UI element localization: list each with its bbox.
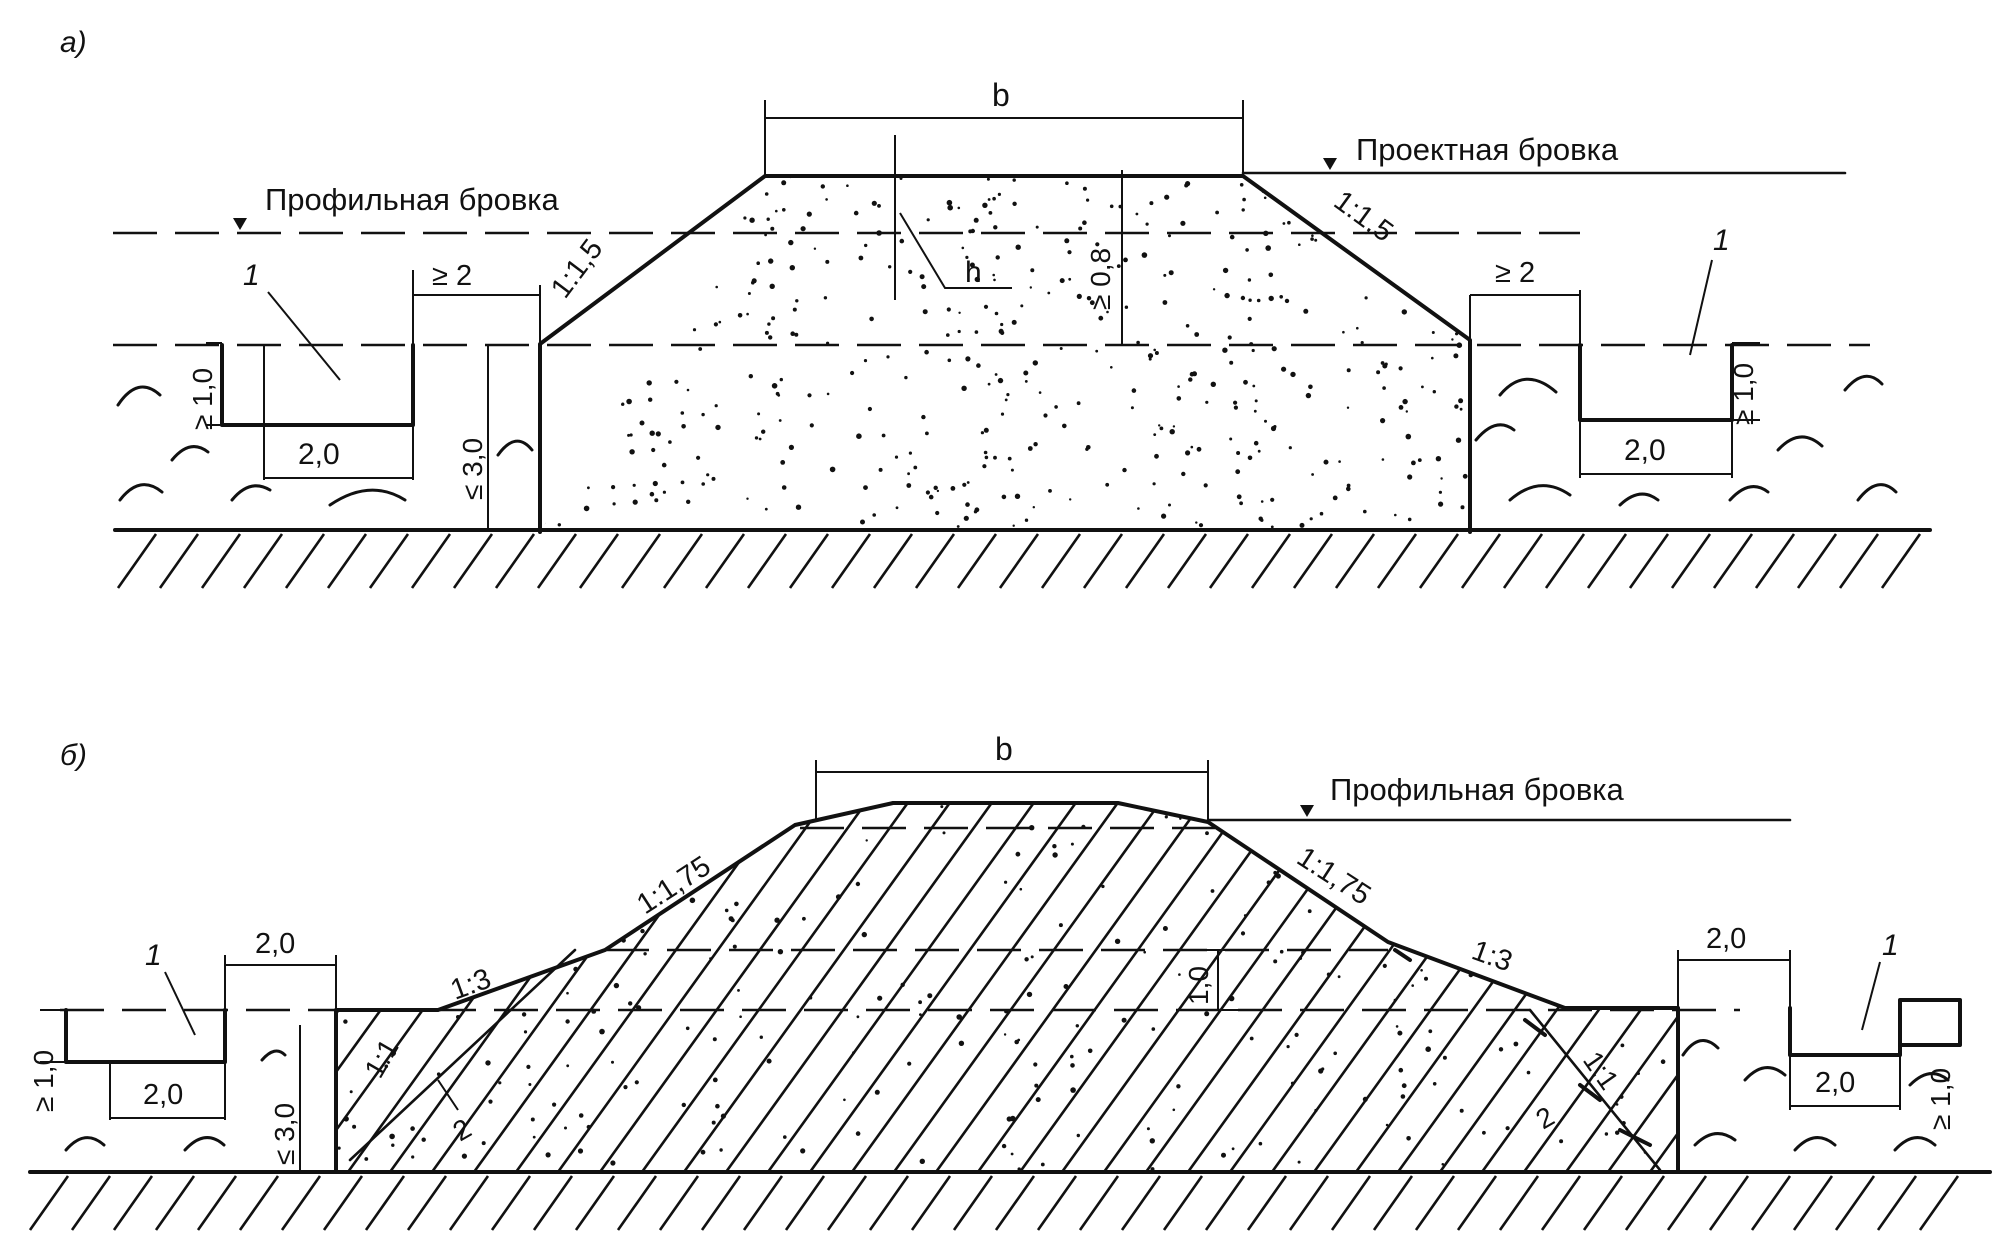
embankment-outline-b — [334, 801, 1680, 1172]
height-leader — [899, 212, 1012, 289]
bank-height-label: ≤ 3,0 — [457, 438, 488, 500]
reserve-leader-left — [267, 291, 341, 381]
reserve-pit-right-b — [1788, 1006, 1902, 1057]
slope-lower-right-label: 1:3 — [1468, 935, 1517, 979]
bank-height-label-b: ≤ 3,0 — [269, 1103, 300, 1165]
design-edge-marker — [1323, 158, 1337, 170]
diagram-b-label: б) — [60, 739, 87, 772]
profile-edge-marker — [233, 218, 247, 230]
reserve-leader-right — [1689, 259, 1713, 356]
pit-depth-label-right-b: ≥ 1,0 — [1925, 1068, 1956, 1130]
reserve-label-left: 1 — [243, 259, 260, 292]
slope-upper-right-label: 1:1,75 — [1291, 841, 1376, 912]
width-label-b: b — [995, 731, 1013, 767]
bench-mark-right-3 — [1578, 1083, 1602, 1102]
reserve-leader-left-b — [164, 971, 196, 1036]
pit-width-label-right: 2,0 — [1624, 434, 1666, 467]
pit-width-label-left-b: 2,0 — [143, 1079, 183, 1111]
reserve-pit-left-b — [64, 1008, 227, 1064]
pit-depth-label-left: ≥ 1,0 — [187, 368, 218, 430]
design-edge-label: Проектная бровка — [1356, 132, 1619, 167]
diagram-a-label: а) — [60, 26, 87, 59]
profile-edge-marker-b — [1300, 805, 1314, 817]
bench-mark-right-2 — [1523, 1018, 1547, 1037]
embankment-fill-hatch — [336, 803, 1678, 1170]
ground-arcs-a — [116, 374, 1898, 507]
pit-width-label-left: 2,0 — [298, 438, 340, 471]
berm-label-right-b: 2,0 — [1706, 923, 1746, 955]
reserve-pit-right-b-far — [1898, 998, 1962, 1047]
slope-right-label: 1:1,5 — [1328, 185, 1399, 249]
step-height-label: 1,0 — [1183, 966, 1214, 1005]
reserve-label-right-b: 1 — [1882, 929, 1899, 962]
bench-line-left — [348, 948, 577, 1162]
min-height-label: ≥ 0,8 — [1085, 248, 1116, 310]
reserve-label-left-b: 1 — [145, 939, 162, 972]
reserve-pit-left — [220, 343, 415, 427]
pit-width-label-right-b: 2,0 — [1815, 1067, 1855, 1099]
diagram-a: а) Проектная бровка Профильная бровка b … — [60, 26, 1932, 589]
bench-mark-right-1 — [1393, 948, 1412, 962]
embankment-fill-dots — [540, 176, 1470, 529]
reserve-label-right: 1 — [1713, 224, 1730, 257]
berm-label-right: ≥ 2 — [1495, 257, 1535, 289]
profile-edge-label-b: Профильная бровка — [1330, 772, 1625, 807]
slope-lower-left-label: 1:3 — [446, 963, 495, 1007]
ground-hatching-b — [28, 1175, 1960, 1231]
bench-mark-right-4 — [1618, 1128, 1652, 1147]
berm-label-left-b: 2,0 — [255, 928, 295, 960]
bench-leader-left — [437, 1079, 459, 1111]
profile-edge-label: Профильная бровка — [265, 182, 560, 217]
pit-depth-label-left-b: ≥ 1,0 — [28, 1050, 59, 1112]
ground-arcs-b — [64, 1039, 1950, 1152]
reserve-leader-right-b — [1861, 961, 1881, 1031]
height-label: h — [965, 256, 982, 289]
embankment-outline — [538, 174, 1472, 534]
diagram-b: б) b Профильная бровка 1:1,75 1:1,75 1:3… — [28, 731, 1992, 1231]
bench-line-right — [1528, 1008, 1662, 1172]
berm-label-left: ≥ 2 — [432, 260, 472, 292]
pit-depth-label-right: ≥ 1,0 — [1728, 363, 1759, 425]
reserve-pit-right — [1578, 343, 1734, 422]
bench-slope-left-label: 1:1 — [358, 1034, 404, 1083]
ground-hatching — [116, 533, 1922, 589]
width-label: b — [992, 77, 1010, 113]
slope-left-label: 1:1,5 — [545, 233, 609, 304]
